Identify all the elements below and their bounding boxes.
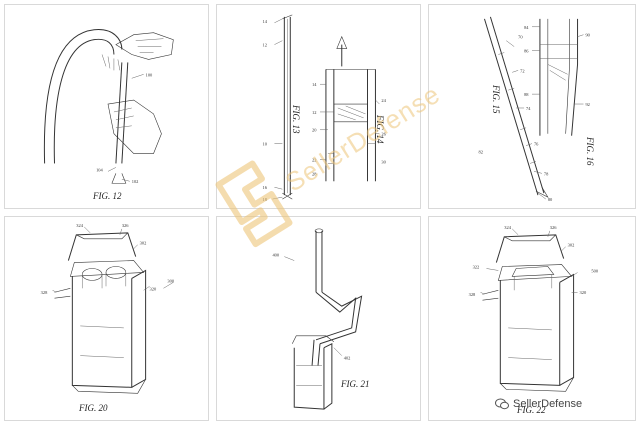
fig-15-ref-7: 82 — [479, 150, 483, 155]
fig-21-ref-1: 400 — [272, 253, 279, 258]
fig-22-ref-1: 324 — [504, 225, 511, 230]
fig-14-ref-2: 12 — [312, 110, 316, 115]
fig-12-label: FIG. 12 — [93, 191, 122, 201]
fig-12-ref-3: 102 — [132, 179, 139, 184]
fig-20-ref-4: 328 — [41, 290, 48, 295]
fig-14-ref-8: 30 — [381, 159, 386, 164]
wechat-icon — [495, 398, 509, 410]
fig-13-label: FIG. 13 — [291, 105, 301, 134]
fig-12-ref-1: 100 — [146, 72, 153, 77]
fig-20-ref-6: 320 — [150, 286, 157, 291]
credit-text: SellerDefense — [513, 398, 583, 410]
fig-14-ref-4: 22 — [312, 157, 316, 162]
fig-20-ref-5: 300 — [167, 278, 174, 283]
fig-14-ref-1: 14 — [312, 82, 317, 87]
panel-fig-22: 324 326 302 322 500 328 320 FIG. 22 — [428, 216, 636, 421]
fig-15-ref-5: 78 — [544, 171, 549, 176]
fig-15-ref-3: 74 — [526, 106, 531, 111]
fig-20-ref-2: 326 — [122, 223, 129, 228]
fig-15-16-drawing: 70 72 74 76 78 80 82 84 86 88 90 92 — [479, 16, 591, 202]
fig-13-ref-2: 12 — [263, 43, 267, 48]
fig-16-ref-4: 90 — [585, 33, 590, 38]
fig-13-ref-5: 18 — [263, 197, 268, 202]
panel-fig-15-16: 70 72 74 76 78 80 82 84 86 88 90 92 FIG.… — [428, 4, 636, 209]
fig-22-drawing: 324 326 302 322 500 328 320 — [469, 225, 599, 392]
fig-22-ref-7: 320 — [580, 290, 587, 295]
fig-15-label: FIG. 15 — [491, 85, 501, 114]
fig-21-label: FIG. 21 — [341, 379, 370, 389]
fig-22-ref-3: 302 — [568, 243, 575, 248]
fig-16-ref-1: 84 — [524, 25, 529, 30]
fig-22-ref-6: 328 — [469, 292, 476, 297]
fig-16-label: FIG. 16 — [585, 137, 595, 166]
fig-22-ref-4: 322 — [473, 264, 480, 269]
fig-13-ref-3: 10 — [263, 142, 268, 147]
fig-16-ref-5: 92 — [585, 102, 589, 107]
source-credit: SellerDefense — [495, 398, 582, 410]
fig-20-drawing: 324 326 302 328 300 320 — [41, 223, 175, 394]
fig-22-ref-5: 500 — [591, 268, 598, 273]
fig-20-ref-3: 302 — [140, 241, 147, 246]
fig-14-ref-3: 20 — [312, 128, 317, 133]
fig-22-ref-2: 326 — [550, 225, 557, 230]
panel-fig-12: 100 104 102 FIG. 12 — [4, 4, 209, 209]
fig-15-ref-4: 76 — [534, 142, 539, 147]
fig-14-ref-5: 24 — [381, 98, 386, 103]
fig-16-ref-3: 88 — [524, 92, 529, 97]
fig-20-label: FIG. 20 — [79, 403, 108, 413]
panel-fig-21: 400 402 FIG. 21 — [216, 216, 421, 421]
fig-13-ref-1: 14 — [263, 19, 268, 24]
fig-16-ref-2: 86 — [524, 49, 529, 54]
fig-15-ref-1: 70 — [518, 35, 523, 40]
fig-13-ref-4: 16 — [263, 185, 268, 190]
fig-20-ref-1: 324 — [76, 223, 83, 228]
fig-15-ref-2: 72 — [520, 68, 524, 73]
fig-12-ref-2: 104 — [96, 167, 103, 172]
fig-22-label: FIG. 22 — [517, 405, 546, 415]
panel-fig-20: 324 326 302 328 300 320 FIG. 20 — [4, 216, 209, 421]
fig-12-drawing: 100 104 102 — [43, 29, 174, 184]
fig-21-ref-2: 402 — [344, 356, 351, 361]
fig-21-drawing: 400 402 — [272, 228, 363, 410]
fig-15-ref-6: 80 — [548, 197, 553, 202]
fig-14-ref-6: 26 — [381, 132, 386, 137]
fig-14-ref-7: 28 — [312, 171, 317, 176]
